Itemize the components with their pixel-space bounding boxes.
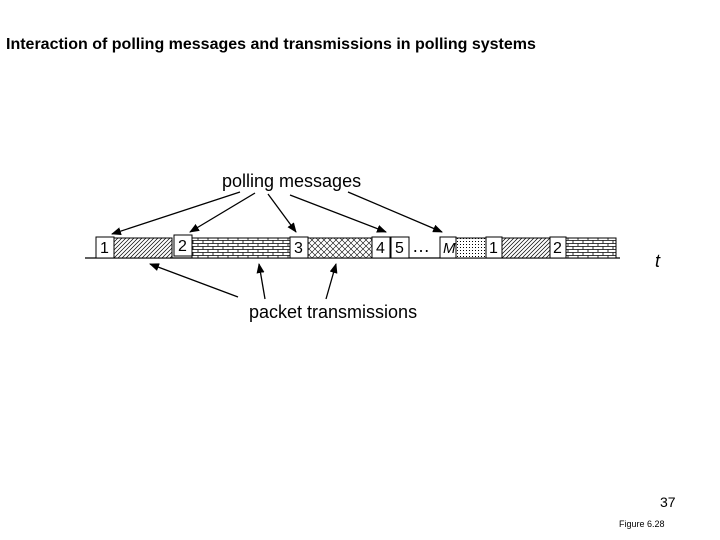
arrow-to-poll-3 <box>267 193 297 233</box>
polling-message-arrows <box>111 191 443 235</box>
poll-box-m <box>439 236 457 259</box>
poll-label-2b: 2 <box>553 240 562 257</box>
arrow-to-poll-m <box>347 191 443 233</box>
arrow-to-transmission-2 <box>256 263 266 300</box>
transmission-block-3 <box>307 237 373 259</box>
packet-transmission-blocks <box>113 237 617 259</box>
poll-box-3 <box>289 236 309 259</box>
transmission-block-1b <box>501 237 551 259</box>
poll-box-1b <box>485 236 503 259</box>
arrow-to-transmission-3 <box>325 263 338 300</box>
poll-box-5 <box>390 236 410 259</box>
page-number: 37 <box>660 494 676 510</box>
poll-label-1: 1 <box>100 240 109 257</box>
figure-caption: Figure 6.28 <box>619 519 665 529</box>
poll-label-5: 5 <box>395 240 404 257</box>
transmission-block-2 <box>191 237 291 259</box>
arrow-to-transmission-1 <box>149 263 239 298</box>
transmission-block-m <box>455 237 487 259</box>
packet-transmission-arrows <box>149 263 338 300</box>
poll-label-m: M <box>443 240 456 257</box>
transmission-block-1 <box>113 237 173 259</box>
time-axis-label: t <box>655 251 661 271</box>
poll-box-1 <box>95 236 115 259</box>
poll-box-2b <box>549 236 567 259</box>
poll-label-4: 4 <box>376 240 385 257</box>
transmission-block-2b <box>565 237 617 259</box>
poll-label-2: 2 <box>178 238 187 255</box>
polling-messages-label: polling messages <box>222 171 361 191</box>
packet-transmissions-label: packet transmissions <box>249 302 417 322</box>
poll-message-boxes <box>95 234 567 259</box>
arrow-to-poll-2 <box>189 192 256 233</box>
slide-title: Interaction of polling messages and tran… <box>6 36 536 53</box>
poll-labels: 1 2 3 4 5 M 1 2 <box>100 238 562 257</box>
ellipsis: … <box>412 236 430 256</box>
poll-box-2 <box>173 234 193 257</box>
arrow-to-poll-1 <box>111 191 241 235</box>
poll-label-3: 3 <box>294 240 303 257</box>
poll-box-4 <box>371 236 391 259</box>
poll-label-1b: 1 <box>489 240 498 257</box>
arrow-to-poll-4 <box>289 194 387 233</box>
